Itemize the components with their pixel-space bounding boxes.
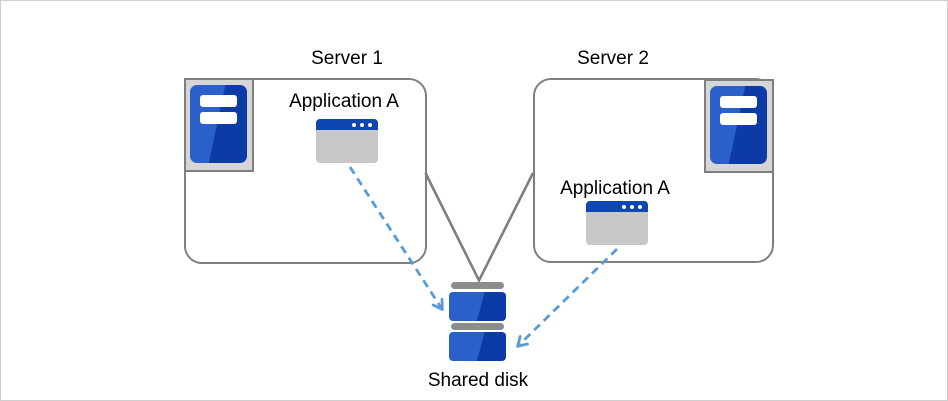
server1-app-label: Application A bbox=[289, 91, 399, 112]
app-titlebar bbox=[586, 201, 648, 212]
server2-app-label: Application A bbox=[560, 178, 670, 199]
disk-stack-icon bbox=[451, 323, 504, 330]
titlebar-dot-icon bbox=[352, 122, 356, 127]
server-tower-body bbox=[710, 86, 767, 164]
server1-label: Server 1 bbox=[311, 48, 383, 69]
disk-stack-icon bbox=[449, 292, 506, 321]
application-window-icon bbox=[586, 201, 648, 245]
shared-disk-label: Shared disk bbox=[427, 370, 529, 391]
disk-stack-icon bbox=[449, 332, 506, 361]
server-slot bbox=[720, 113, 757, 125]
server-tower-icon bbox=[184, 78, 254, 172]
titlebar-dot-icon bbox=[368, 122, 372, 127]
server2-label: Server 2 bbox=[577, 48, 649, 69]
server-slot bbox=[200, 112, 237, 124]
titlebar-dot-icon bbox=[630, 204, 634, 209]
server-slot bbox=[200, 95, 237, 107]
app2-to-disk-arrow bbox=[516, 248, 618, 348]
titlebar-dot-icon bbox=[360, 122, 364, 127]
server-to-disk-lines bbox=[424, 172, 535, 284]
disk-stack-icon bbox=[451, 282, 504, 289]
titlebar-dot-icon bbox=[638, 204, 642, 209]
server-tower-icon bbox=[704, 79, 774, 173]
app-titlebar bbox=[316, 119, 378, 130]
titlebar-dot-icon bbox=[622, 204, 626, 209]
server-slot bbox=[720, 96, 757, 108]
server-tower-body bbox=[190, 85, 247, 163]
application-window-icon bbox=[316, 119, 378, 163]
